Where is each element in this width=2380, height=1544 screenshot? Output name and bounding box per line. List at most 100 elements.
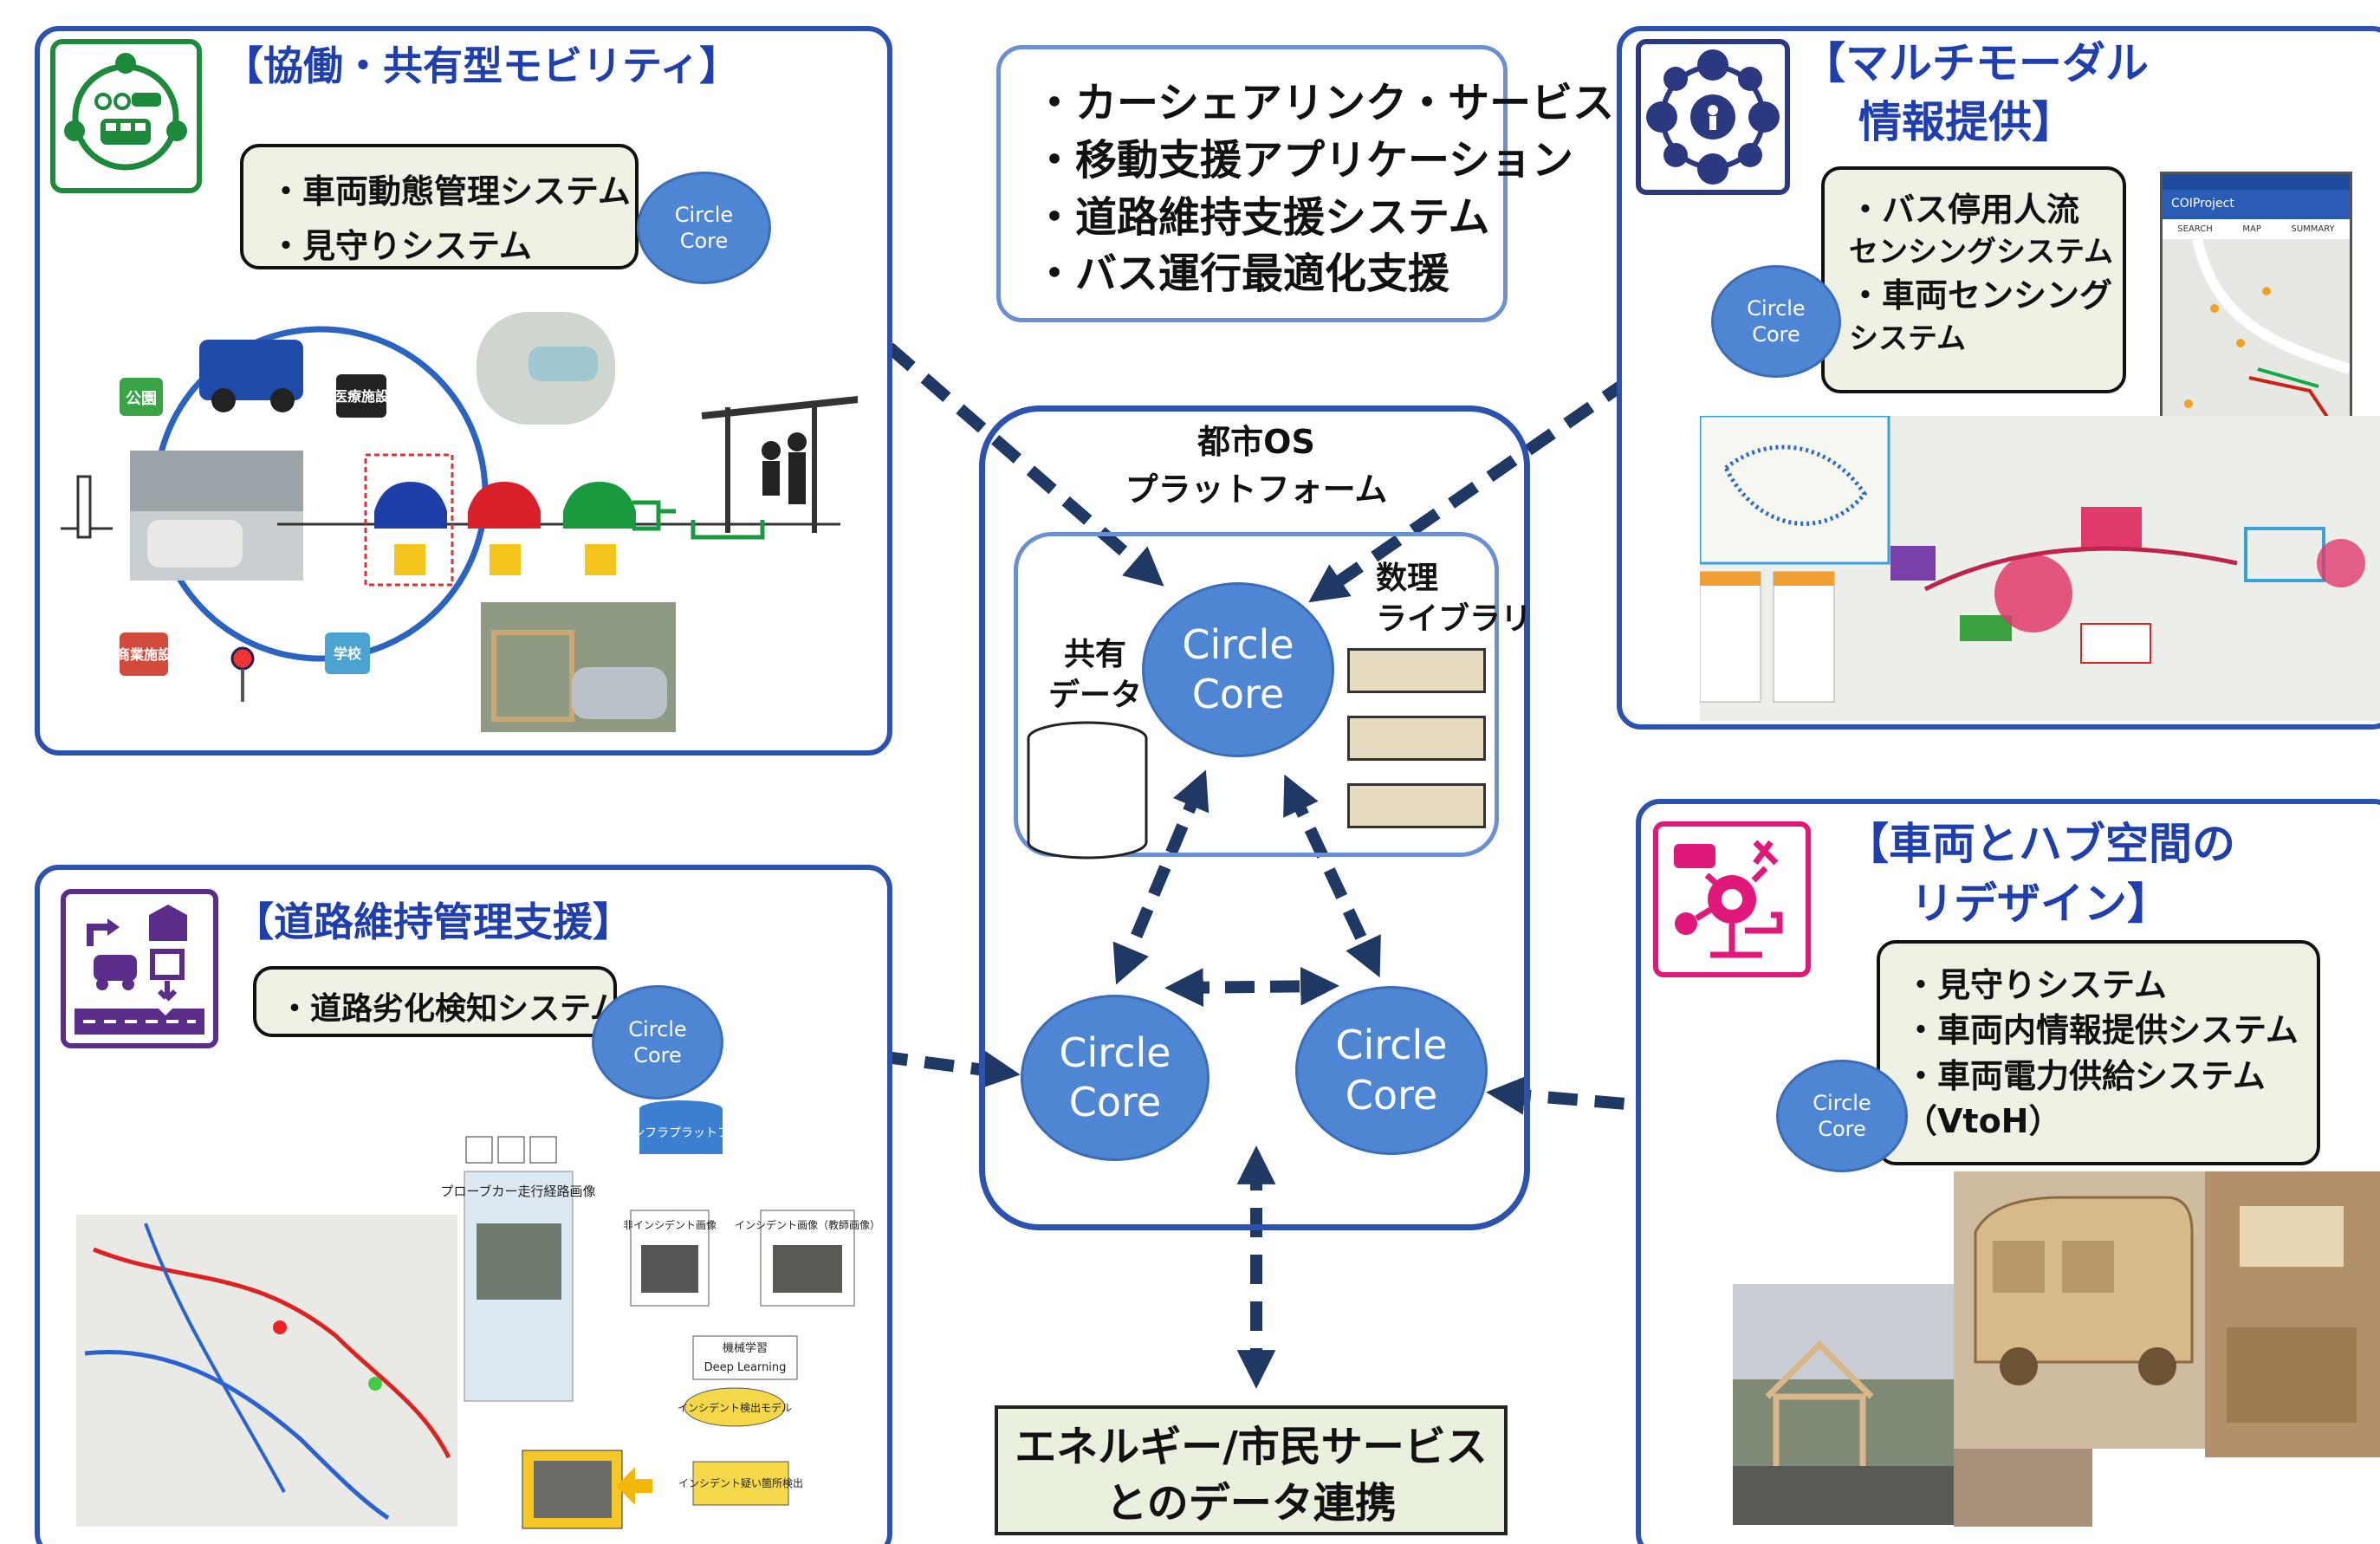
city-os-title-line-1: 都市OS xyxy=(1197,423,1315,461)
circle-core-main: Circle Core xyxy=(1142,582,1334,757)
mobility-item-2: ・見守りシステム xyxy=(269,227,532,265)
road-icon-frame xyxy=(61,889,218,1048)
ml-label: 機械学習 xyxy=(723,1341,768,1355)
multimodal-item-2: センシングシステム xyxy=(1849,235,2113,270)
van-icon xyxy=(199,340,303,400)
energy-box: エネルギー/市民サービス とのデータ連携 xyxy=(995,1405,1508,1535)
vehicle-hub-item-2: ・車両内情報提供システム xyxy=(1904,1011,2299,1050)
vehicle-hub-item-1: ・見守りシステム xyxy=(1904,966,2167,1004)
road-map xyxy=(76,1215,457,1527)
probe-car-label: プローブカー走行経路画像 xyxy=(440,1184,595,1199)
vehicle-hub-item-3: ・車両電力供給システム xyxy=(1904,1056,2266,1095)
vehicle-hub-item-4: （VtoH） xyxy=(1904,1102,2062,1141)
arrow-core-bottom xyxy=(1164,966,1339,1008)
road-item-1: ・道路劣化検知システム xyxy=(279,991,621,1027)
circle-core-label: Circle xyxy=(674,203,734,227)
circle-core-label: Circle xyxy=(1335,1022,1448,1068)
vehicle-hub-title-line-2: リデザイン】 xyxy=(1910,879,2170,929)
incident-label: インシデント画像（教師画像） xyxy=(735,1218,878,1231)
circle-core-vehicle-hub: Circle Core xyxy=(1776,1060,1908,1172)
energy-line-2: とのデータ連携 xyxy=(1106,1478,1397,1528)
mobility-title: 【協働・共有型モビリティ】 xyxy=(224,42,740,89)
arrow-core-top-right xyxy=(1283,774,1381,978)
circle-core-label: Core xyxy=(679,229,729,253)
road-maintenance-icon xyxy=(75,905,204,1035)
mobility-icon-frame xyxy=(50,39,202,193)
sign-park-label: 公園 xyxy=(126,390,157,408)
circle-core-label: Core xyxy=(1345,1071,1438,1119)
platform-label: 道路インフラプラットフォーム xyxy=(596,1126,765,1140)
service-item-3: ・道路維持支援システム xyxy=(1034,192,1490,242)
circle-core-label: Circle xyxy=(1747,296,1806,321)
vehicle-hub-title-line-1: 【車両とハブ空間の xyxy=(1845,819,2235,869)
math-library-line-1: 数理 xyxy=(1376,561,1439,596)
library-block-1 xyxy=(1347,648,1486,693)
arrow-core-top-left xyxy=(1112,769,1209,985)
shared-data-line-1: 共有 xyxy=(1064,637,1127,672)
multimodal-title-line-1: 【マルチモーダル xyxy=(1802,38,2149,88)
circle-core-label: Core xyxy=(1752,322,1800,347)
vehicle-hub-icon xyxy=(1674,840,1783,958)
shared-mobility-icon xyxy=(64,53,187,171)
energy-line-1: エネルギー/市民サービス xyxy=(1015,1423,1488,1471)
os-core-frame xyxy=(1014,532,1499,857)
arrow-multimodal-to-os xyxy=(1308,344,1681,603)
phone-app-title: COIProject xyxy=(2163,190,2350,219)
circle-core-label: Circle xyxy=(1059,1028,1171,1076)
mobility-systems-box: ・車両動態管理システム ・見守りシステム xyxy=(240,144,639,269)
math-library-line-2: ライブラリ xyxy=(1376,600,1533,637)
circle-core-label: Core xyxy=(1068,1079,1162,1126)
car-red-icon xyxy=(468,482,541,529)
city-os-title-line-2: プラットフォーム xyxy=(1125,470,1388,509)
person-icon xyxy=(762,441,781,460)
circle-core-label: Circle xyxy=(1182,620,1294,668)
circle-core-left: Circle Core xyxy=(1021,995,1209,1161)
shared-data-label: 共有 データ xyxy=(1048,635,1142,717)
detect-label: インシデント疑い箇所検出 xyxy=(678,1476,803,1489)
multimodal-icon-frame xyxy=(1636,39,1790,195)
circle-core-label: Core xyxy=(633,1043,682,1067)
selected-car-frame xyxy=(364,453,454,587)
service-item-4: ・バス運行最適化支援 xyxy=(1034,250,1450,299)
multimodal-item-4: システム xyxy=(1849,321,1966,356)
vehicle-hub-systems-box: ・見守りシステム ・車両内情報提供システム ・車両電力供給システム （VtoH） xyxy=(1877,940,2320,1165)
database-icon xyxy=(1027,721,1148,860)
vehicle-hub-photos xyxy=(1733,1171,2380,1527)
multimodal-item-1: ・バス停用人流 xyxy=(1849,191,2080,229)
road-title: 【道路維持管理支援】 xyxy=(234,899,632,945)
shared-data-line-2: データ xyxy=(1048,677,1143,713)
car-blue-icon xyxy=(374,482,447,529)
library-block-3 xyxy=(1347,783,1486,828)
vehicle-hub-title: 【車両とハブ空間の リデザイン】 xyxy=(1815,814,2266,934)
circle-core-label: Circle xyxy=(628,1017,687,1041)
phone-tab-summary[interactable]: SUMMARY xyxy=(2291,224,2335,234)
city-os-title: 都市OS プラットフォーム xyxy=(1118,418,1395,514)
multimodal-title: 【マルチモーダル 情報提供】 xyxy=(1802,35,2149,152)
bus-stop-icon xyxy=(230,646,255,671)
car-green-icon xyxy=(563,482,636,529)
sign-school xyxy=(325,633,370,674)
service-item-1: ・カーシェアリンク・サービス xyxy=(1034,79,1615,127)
multimodal-systems-box: ・バス停用人流 センシングシステム ・車両センシング システム xyxy=(1821,166,2126,393)
sign-school-label: 学校 xyxy=(334,645,362,662)
service-item-2: ・移動支援アプリケーション xyxy=(1034,135,1574,185)
phone-tab-map[interactable]: MAP xyxy=(2242,224,2261,234)
circle-core-multimodal: Circle Core xyxy=(1711,265,1841,378)
vehicle-hub-icon-frame xyxy=(1653,821,1811,977)
bus-map-screenshot xyxy=(1700,416,2380,721)
services-box: ・カーシェアリンク・サービス ・移動支援アプリケーション ・道路維持支援システム… xyxy=(996,45,1615,322)
circle-core-mobility: Circle Core xyxy=(637,172,771,284)
mobility-illustration: 公園 医療施設 商業施設 学校 xyxy=(61,312,858,732)
phone-tab-search[interactable]: SEARCH xyxy=(2177,224,2213,234)
mobility-item-1: ・車両動態管理システム xyxy=(269,172,631,211)
phone-tabs: SEARCH MAP SUMMARY xyxy=(2163,219,2350,239)
circle-core-road: Circle Core xyxy=(592,985,723,1100)
multimodal-title-line-2: 情報提供】 xyxy=(1858,96,2075,147)
circle-core-label: Core xyxy=(1191,671,1285,717)
multimodal-icon xyxy=(1646,49,1780,185)
road-detection-flow: プローブカー走行経路画像 道路インフラプラットフォーム 非インシデント画像 イン… xyxy=(76,1100,878,1529)
circle-core-label: Core xyxy=(1818,1117,1866,1141)
sign-park xyxy=(120,378,163,416)
circle-core-label: Circle xyxy=(1813,1091,1871,1115)
